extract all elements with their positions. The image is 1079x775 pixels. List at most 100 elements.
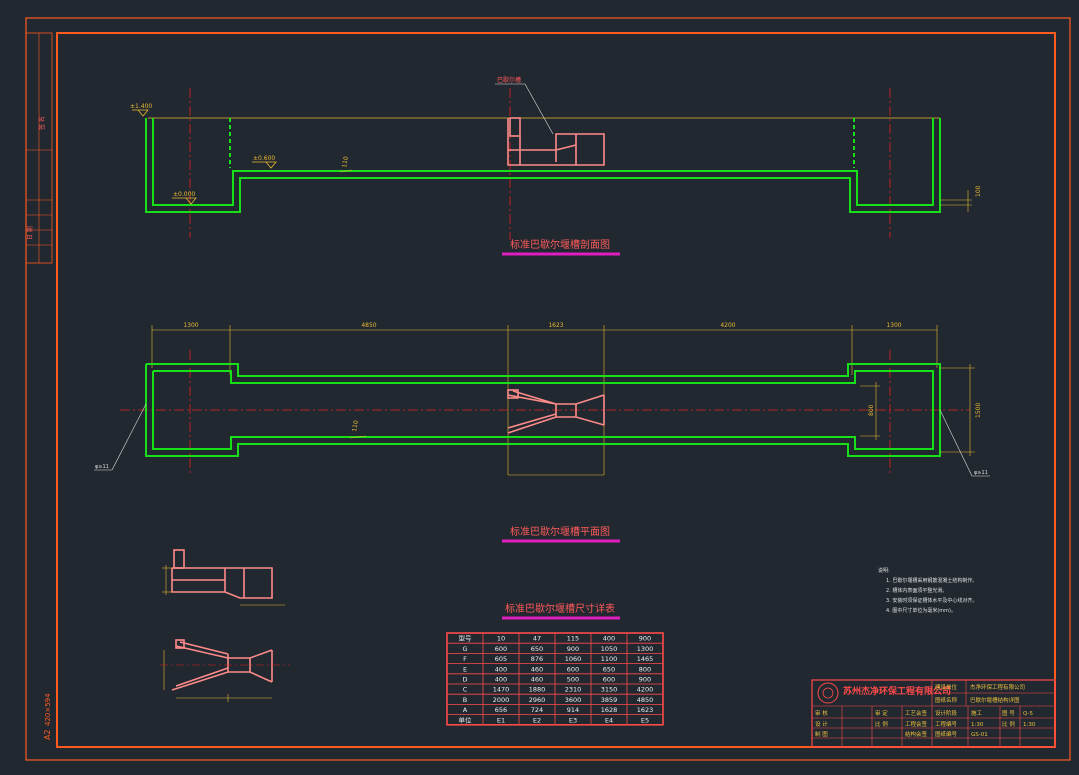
table-cell: 460 <box>531 665 543 673</box>
table-cell: 1465 <box>637 655 654 663</box>
tb-left-2: 设 计 <box>815 720 828 728</box>
flume-tag: 巴歇尔槽 <box>497 76 521 84</box>
table-cell: 800 <box>639 665 651 673</box>
inner-frame <box>56 32 1056 748</box>
table-header-cell: 47 <box>533 635 541 643</box>
flume-detail-section <box>171 549 273 599</box>
tb-left-3: 制 图 <box>815 730 828 738</box>
plan-dim-4: 4200 <box>720 322 735 329</box>
elev-mid: ±0.600 <box>253 155 275 162</box>
left-leader <box>111 403 147 471</box>
binding-grid <box>26 199 52 246</box>
table-cell: 2960 <box>529 696 546 704</box>
tb-left-1: 审 核 <box>815 709 828 717</box>
company-name: 苏州杰净环保工程有限公司 <box>843 685 951 697</box>
detail-dims <box>162 565 285 606</box>
plan-dim-1: 1300 <box>183 322 198 329</box>
tb-right-value-3: GS-01 <box>971 732 988 738</box>
table-cell: 1050 <box>601 645 618 653</box>
binding-label-2: 日 期 <box>26 226 34 240</box>
table-header-cell: 115 <box>567 635 579 643</box>
tb-drawing-value: 巴歇尔堰槽结构详图 <box>970 696 1020 704</box>
table-cell: 2310 <box>565 686 582 694</box>
tb-project-value: 杰净环保工程有限公司 <box>970 683 1025 691</box>
right-leader <box>939 409 973 477</box>
tb-sheet-value: Q-5 <box>1023 711 1033 717</box>
plan-right-tag: φ≥11 <box>974 470 988 476</box>
tb-mid-header-1: 审 定 <box>875 709 888 717</box>
table-cell: 900 <box>567 645 579 653</box>
plan-flume <box>507 389 605 434</box>
plan-wall-tag: 110 <box>351 420 360 433</box>
table-cell: 3859 <box>601 696 618 704</box>
tb-mid-2: 工程会签 <box>905 720 928 728</box>
table-cell: C <box>463 686 468 694</box>
tb-scale-label: 比 例 <box>1002 720 1015 728</box>
section-title: 标准巴歇尔堰槽剖面图 <box>510 238 610 251</box>
plan-title: 标准巴歇尔堰槽平面图 <box>510 525 610 538</box>
table-cell: 1300 <box>637 645 654 653</box>
table-cell: E2 <box>533 716 541 724</box>
table-cell: 3150 <box>601 686 618 694</box>
tb-drawing-label: 图纸名称 <box>935 696 958 704</box>
table-cell: E5 <box>641 716 649 724</box>
table-cell: E4 <box>605 716 613 724</box>
table-cell: 400 <box>495 665 507 673</box>
title-block: 苏州杰净环保工程有限公司 建设单位 杰净环保工程有限公司 图纸名称 巴歇尔堰槽结… <box>811 679 1056 748</box>
tb-sheet-label: 图 号 <box>1002 709 1015 717</box>
flume-leader <box>524 83 554 135</box>
table-cell: 1100 <box>601 655 618 663</box>
tb-scale-value: 1:30 <box>1023 722 1036 728</box>
tb-project-label: 建设单位 <box>935 683 958 691</box>
table-cell: E <box>463 665 467 673</box>
table-cell: 2000 <box>493 696 510 704</box>
notes-line-4: 4. 图中尺寸单位为毫米(mm)。 <box>886 607 956 614</box>
elev-top: ±1.400 <box>130 103 152 110</box>
table-cell: 1623 <box>637 706 654 714</box>
table-cell: 400 <box>495 675 507 683</box>
table-header-cell: 10 <box>497 635 505 643</box>
table-cell: 1060 <box>565 655 582 663</box>
sheet-size-dims: 420×594 <box>44 693 52 726</box>
tb-mid-1: 工艺会签 <box>905 709 928 717</box>
table-cell: A <box>463 706 468 714</box>
table-cell: B <box>463 696 467 704</box>
tb-mid-header-2: 比 例 <box>875 720 888 728</box>
tb-right-label-1: 设计阶段 <box>935 709 958 717</box>
plan-dim-5: 1300 <box>886 322 901 329</box>
binding-label-1: 签 名 <box>38 116 46 130</box>
table-title: 标准巴歇尔堰槽尺寸详表 <box>505 602 615 615</box>
table-cell: E1 <box>497 716 505 724</box>
table-cell: 600 <box>567 665 579 673</box>
table-cell: 900 <box>639 675 651 683</box>
sheet-size-label: A2 <box>43 729 52 740</box>
table-cell: 3600 <box>565 696 582 704</box>
table-cell: 650 <box>531 645 543 653</box>
tb-right-value-1: 施工 <box>971 709 983 717</box>
table-cell: 600 <box>603 675 615 683</box>
section-view: 巴歇尔槽 ±1.400 ±0.600 ±0.000 110 100 标准巴歇尔堰… <box>130 76 982 256</box>
table-cell: 876 <box>531 655 543 663</box>
tb-mid-3: 结构会签 <box>905 730 928 738</box>
plan-view: 1300 4850 1623 4200 1300 <box>94 322 990 543</box>
section-wall-outer <box>145 118 941 213</box>
table-cell: 600 <box>495 645 507 653</box>
table-cell: 656 <box>495 706 507 714</box>
table-cell: E3 <box>569 716 577 724</box>
tb-right-label-3: 图纸编号 <box>935 730 958 738</box>
notes-line-1: 1. 巴歇尔堰槽采用钢筋混凝土结构制作。 <box>886 577 977 584</box>
table-cell: G <box>462 645 467 653</box>
table-cell: D <box>462 675 467 683</box>
plan-wall-outer <box>145 363 941 457</box>
section-slope: 110 <box>341 156 350 169</box>
plan-dim-2: 4850 <box>361 322 376 329</box>
section-flume <box>507 117 605 166</box>
plan-inner-width: 800 <box>868 404 875 416</box>
table-cell: 605 <box>495 655 507 663</box>
table-cell: 460 <box>531 675 543 683</box>
table-header-cell: 型号 <box>459 634 473 643</box>
detail-plan-dims <box>163 650 272 702</box>
table-cell: 650 <box>603 665 615 673</box>
